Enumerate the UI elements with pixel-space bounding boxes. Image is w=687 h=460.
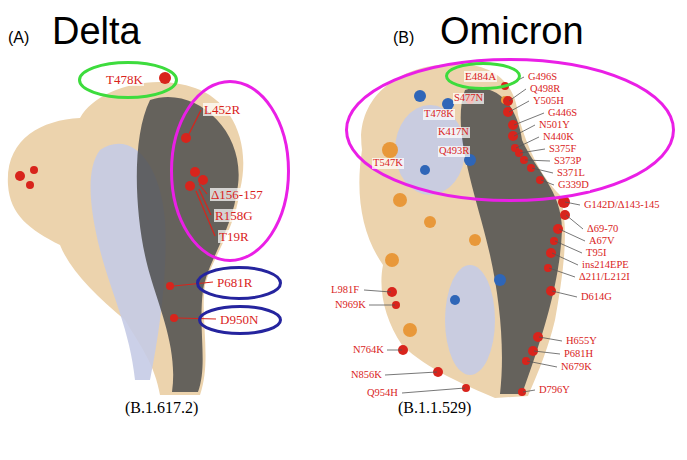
mutation-label: ins214EPE [581, 260, 630, 271]
variant-title: Delta [52, 12, 141, 50]
mutation-label: Q498R [529, 84, 561, 95]
omicron-spike [359, 64, 585, 398]
mutation-label: D614G [580, 292, 613, 303]
mutation-label: T478K [105, 73, 144, 86]
ellipse-outline [172, 82, 289, 261]
mutation-label: N764K [352, 345, 385, 356]
mutation-ellipse: P681R [196, 266, 282, 300]
mutation-label: S375F [548, 144, 577, 155]
mutation-label: Δ211/L212I [578, 272, 631, 283]
delta-spike [8, 72, 243, 395]
mutation-label: N440K [542, 132, 575, 143]
mutation-label: L452R [203, 103, 241, 116]
mutation-label: N679K [560, 362, 593, 373]
ellipse-outline [345, 58, 675, 202]
mutation-label: Δ156-157 [210, 188, 264, 201]
region-ellipse: S477N T478K K417N Q493R T547K G496SQ498RY505H… [345, 58, 675, 202]
mutation-label: T95I [585, 248, 607, 259]
ellipse-outline [80, 63, 177, 98]
mutation-label: G496S [527, 72, 558, 83]
ellipse-outline [347, 60, 674, 201]
mutation-label: Q493R [438, 146, 470, 157]
lineage-caption: (B.1.1.529) [398, 400, 471, 416]
mutation-label: G142D/Δ143-145 [583, 200, 661, 211]
mutation-label: D950N [219, 313, 259, 326]
mutation-ellipse: D950N [198, 305, 282, 335]
mutation-label: T547K [372, 158, 404, 169]
mutation-label: G446S [547, 108, 578, 119]
region-ellipse: L452R Δ156-157R158G T19R [170, 80, 290, 262]
mutation-label: S373P [553, 156, 582, 167]
mutation-label: D796Y [538, 385, 571, 396]
lineage-caption: (B.1.617.2) [125, 400, 198, 416]
mutation-label: T19R [218, 230, 250, 243]
mutation-ellipse: T478K [78, 61, 178, 99]
mutation-label: P681R [216, 276, 253, 289]
mutation-label: S477N [453, 93, 484, 104]
mutation-label: L981F [330, 285, 360, 296]
mutation-label: Δ69-70 [586, 224, 619, 235]
mutation-label: S371L [556, 168, 586, 179]
mutation-label: E484A [464, 71, 497, 82]
mutation-label: Y505H [532, 96, 565, 107]
ellipse-outline [447, 64, 520, 89]
mutation-label: N856K [350, 370, 383, 381]
mutation-label: T478K [423, 109, 455, 120]
mutation-label: N969K [334, 300, 367, 311]
mutation-ellipse: E484A [445, 62, 521, 90]
mutation-label: N501Y [538, 120, 571, 131]
mutation-label: A67V [588, 236, 616, 247]
mutation-label: G339D [557, 180, 590, 191]
panel-letter: (A) [8, 30, 29, 46]
mutation-label: R158G [214, 209, 254, 222]
ellipse-outline [200, 307, 281, 334]
ellipse-outline [198, 268, 281, 299]
mutation-label: K417N [437, 127, 470, 138]
variant-title: Omicron [440, 12, 584, 50]
panel-letter: (B) [393, 30, 414, 46]
mutation-label: P681H [563, 349, 594, 360]
mutation-label: Q954H [366, 388, 399, 399]
mutation-label: H655Y [565, 336, 598, 347]
